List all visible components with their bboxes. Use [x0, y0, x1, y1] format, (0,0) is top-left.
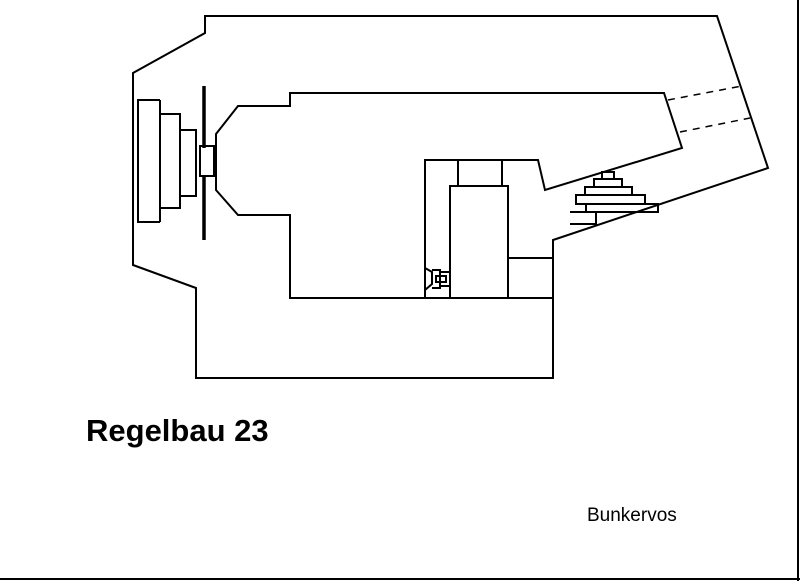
diagram-title: Regelbau 23 — [86, 413, 269, 448]
outer-wall — [132, 15, 770, 379]
embrasure-steps — [570, 171, 659, 225]
frame-border-bottom — [0, 578, 800, 580]
dashed-line-upper — [667, 85, 743, 101]
door-frame — [199, 145, 215, 177]
entrance-step-outer — [137, 99, 160, 223]
side-room — [508, 257, 554, 299]
connector-symbol — [424, 267, 450, 291]
frame-border-right — [797, 0, 799, 581]
dashed-line-lower — [679, 117, 751, 133]
credit-label: Bunkervos — [587, 505, 677, 526]
entrance-step-inner — [180, 129, 197, 197]
inner-chamber — [215, 92, 684, 299]
upper-small-room — [457, 159, 503, 187]
central-room — [449, 185, 509, 299]
entrance-step-middle — [159, 100, 181, 222]
